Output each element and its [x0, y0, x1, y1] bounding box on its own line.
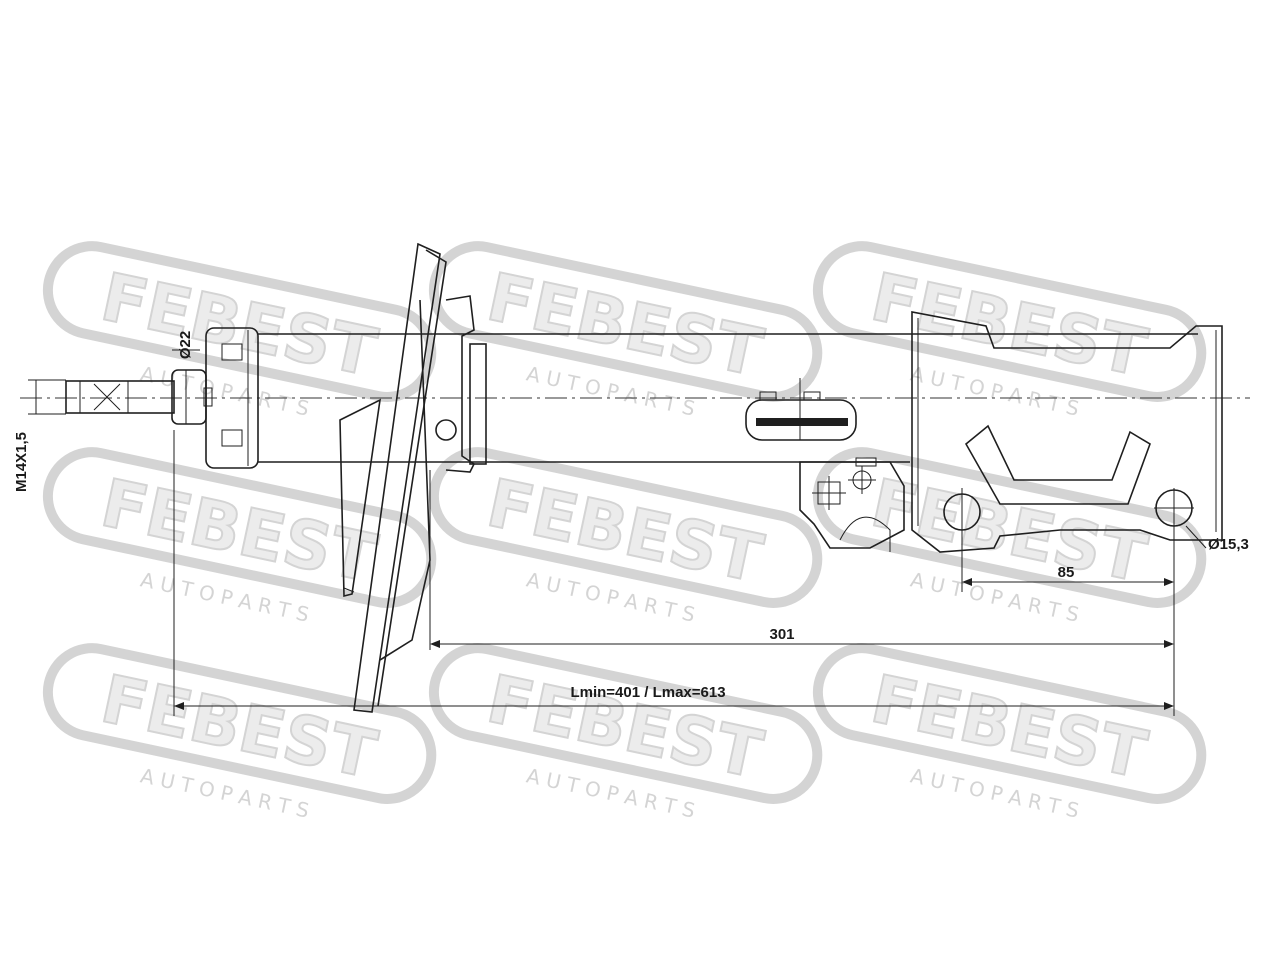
knuckle-bracket: [911, 311, 1223, 553]
top-mount: [205, 327, 259, 469]
brake-line-bracket: [745, 378, 857, 441]
hole-spacing-label: 85: [1058, 564, 1075, 581]
hole-diameter-label: Ø15,3: [1208, 536, 1249, 553]
dimension-lines: [28, 349, 1207, 716]
rod-diameter-label: Ø22: [177, 331, 194, 359]
overall-length-label: Lmin=401 / Lmax=613: [570, 684, 725, 701]
spring-seat: [339, 242, 457, 713]
thread-size-label: M14X1,5: [13, 432, 30, 492]
abs-sensor-bracket: [799, 457, 905, 552]
bracket-length-label: 301: [769, 626, 794, 643]
technical-drawing: M14X1,5 Ø22 Ø15,3 85 301 Lmin=401 / Lmax…: [13, 242, 1250, 716]
rod-thread-end: [65, 369, 213, 425]
